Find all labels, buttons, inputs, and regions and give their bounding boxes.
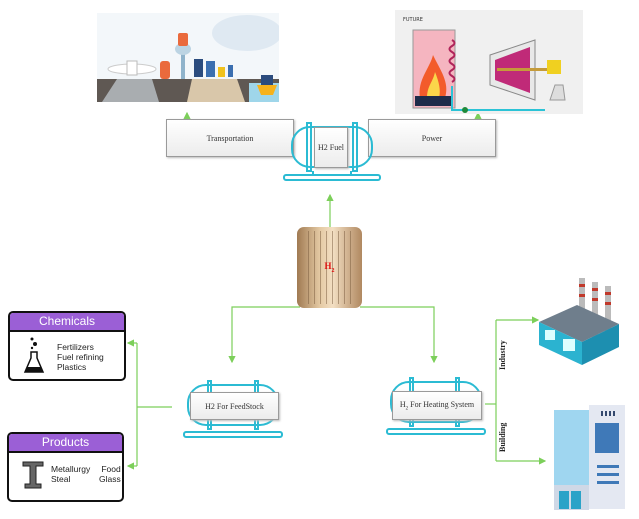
fuel-tank-label: H2 Fuel — [318, 143, 344, 152]
transportation-illustration — [97, 13, 279, 102]
flask-icon — [23, 337, 45, 373]
chemicals-title: Chemicals — [10, 313, 124, 332]
svg-text:FUTURE: FUTURE — [403, 17, 423, 23]
products-col2: Food Glass — [99, 464, 121, 484]
factory-icon — [539, 278, 619, 365]
power-label: Power — [421, 133, 443, 143]
line-to-feedstock — [228, 306, 300, 364]
products-col1: Metallurgy Steal — [51, 464, 90, 484]
line-to-heating — [360, 306, 438, 364]
feedstock-label: H2 For FeedStock — [205, 401, 264, 411]
building-icon — [554, 405, 625, 510]
power-plant-illustration: FUTURE — [395, 10, 583, 114]
hydrogen-subscript: 2 — [331, 267, 335, 274]
products-item: Steal — [51, 474, 71, 484]
chemicals-card: Chemicals Fertilizers Fuel refining Plas… — [8, 311, 126, 381]
chemicals-item: Plastics — [57, 362, 87, 372]
transportation-label: Transportation — [206, 133, 254, 143]
heating-label: H2 For Heating System — [400, 400, 474, 412]
products-item: Metallurgy — [51, 464, 91, 474]
power-box: Power — [368, 119, 496, 157]
heating-sub: 2 — [405, 406, 409, 412]
hydrogen-label: H2 — [297, 261, 362, 274]
transportation-box: Transportation — [166, 119, 294, 157]
fuel-tank-label-box: H2 Fuel — [314, 127, 348, 168]
hydrogen-symbol: H — [324, 261, 332, 271]
products-item: Glass — [99, 474, 121, 484]
heating-label-box: H2 For Heating System — [392, 391, 482, 420]
building-label: Building — [498, 422, 507, 452]
industry-label: Industry — [498, 340, 507, 370]
chemicals-item: Fertilizers — [57, 342, 94, 352]
steel-beam-icon — [22, 461, 44, 489]
hydrogen-cylinder: H2 — [297, 227, 362, 308]
products-item: Food — [101, 464, 121, 474]
chemicals-list: Fertilizers Fuel refining Plastics — [57, 342, 104, 372]
heating-h: H — [399, 399, 406, 409]
products-title: Products — [9, 434, 122, 453]
heating-rest: For Heating System — [408, 399, 475, 409]
products-card: Products Metallurgy Steal Food Glass — [7, 432, 124, 502]
feedstock-label-box: H2 For FeedStock — [190, 392, 279, 420]
chemicals-item: Fuel refining — [57, 352, 104, 362]
